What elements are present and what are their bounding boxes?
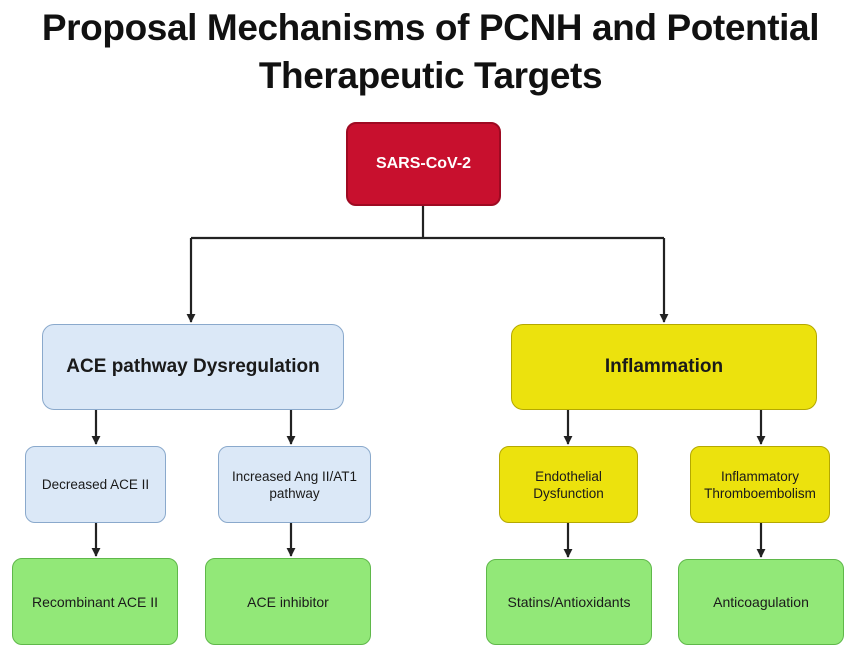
node-decreased-ace-label: Decreased ACE II bbox=[41, 477, 150, 492]
node-endothelial-label-1: Endothelial bbox=[535, 468, 602, 484]
node-ace-pathway-label: ACE pathway Dysregulation bbox=[66, 356, 320, 377]
node-statins-label: Statins/Antioxidants bbox=[507, 594, 631, 610]
node-increased-ang-ii: Increased Ang II/AT1 pathway bbox=[218, 446, 371, 523]
diagram-title: Proposal Mechanisms of PCNH and Potentia… bbox=[0, 4, 861, 100]
node-increased-ang-label-2: pathway bbox=[269, 485, 320, 501]
title-line-1: Proposal Mechanisms of PCNH and Potentia… bbox=[41, 7, 820, 48]
node-recombinant-label: Recombinant ACE II bbox=[31, 593, 159, 610]
title-line-2: Therapeutic Targets bbox=[258, 55, 603, 96]
node-ace-inhibitor: ACE inhibitor bbox=[205, 558, 371, 645]
node-sars-cov-2: SARS-CoV-2 bbox=[346, 122, 501, 206]
node-sars-cov-2-label: SARS-CoV-2 bbox=[375, 155, 472, 172]
node-inflammation: Inflammation bbox=[511, 324, 817, 410]
node-recombinant-ace-ii: Recombinant ACE II bbox=[12, 558, 178, 645]
node-ace-pathway-dysregulation: ACE pathway Dysregulation bbox=[42, 324, 344, 410]
node-inflammation-label: Inflammation bbox=[604, 356, 724, 377]
node-anticoagulation: Anticoagulation bbox=[678, 559, 844, 645]
node-thrombo-label-2: Thromboembolism bbox=[704, 485, 816, 501]
node-thrombo-label-1: Inflammatory bbox=[720, 468, 800, 484]
node-endothelial-label-2: Dysfunction bbox=[533, 485, 604, 501]
node-anticoagulation-label: Anticoagulation bbox=[713, 594, 809, 610]
node-ace-inhibitor-label: ACE inhibitor bbox=[247, 593, 329, 610]
node-statins-antioxidants: Statins/Antioxidants bbox=[486, 559, 652, 645]
node-inflammatory-thromboembolism: Inflammatory Thromboembolism bbox=[690, 446, 830, 523]
node-decreased-ace-ii: Decreased ACE II bbox=[25, 446, 166, 523]
node-endothelial-dysfunction: Endothelial Dysfunction bbox=[499, 446, 638, 523]
node-increased-ang-label-1: Increased Ang II/AT1 bbox=[231, 468, 358, 484]
